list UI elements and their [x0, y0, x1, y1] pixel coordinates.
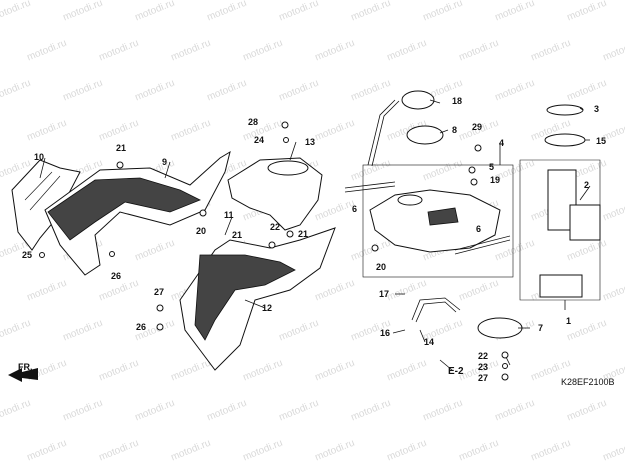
cap-base: [406, 125, 444, 145]
tank-cover: [227, 157, 323, 231]
breather-tube: [367, 99, 396, 166]
callout-19: 19: [490, 175, 500, 185]
callout-13: 13: [305, 137, 315, 147]
setting-plate: [477, 317, 523, 339]
callout-24: 24: [254, 135, 264, 145]
callout-28: 28: [248, 117, 258, 127]
callout-10: 10: [34, 152, 44, 162]
front-arrow-icon: [8, 368, 38, 382]
seal-16: [544, 133, 586, 147]
callout-21: 21: [232, 230, 242, 240]
diagram-code: K28EF2100B: [561, 377, 615, 387]
callout-23: 23: [478, 362, 488, 372]
filter-2: [569, 204, 601, 241]
callout-29: 29: [472, 122, 482, 132]
pump-base: [539, 274, 583, 298]
callout-6: 6: [476, 224, 481, 234]
front-label: FR.: [18, 362, 33, 372]
hose-side: [454, 235, 511, 251]
callout-14: 14: [424, 337, 434, 347]
callout-7: 7: [538, 323, 543, 333]
callout-5: 5: [489, 162, 494, 172]
callout-26: 26: [136, 322, 146, 332]
callout-25: 25: [22, 250, 32, 260]
callout-9: 9: [162, 157, 167, 167]
callout-22: 22: [270, 222, 280, 232]
callout-26: 26: [111, 271, 121, 281]
callout-2: 2: [584, 180, 589, 190]
callout-20: 20: [196, 226, 206, 236]
pump-group-box: [519, 159, 601, 301]
callout-21: 21: [298, 229, 308, 239]
callout-22: 22: [478, 351, 488, 361]
callout-20: 20: [376, 262, 386, 272]
tank-group-box: [362, 164, 514, 278]
e-ref-label: E-2: [448, 366, 464, 377]
callout-6: 6: [352, 204, 357, 214]
callout-27: 27: [154, 287, 164, 297]
filler-cap: [401, 90, 435, 110]
callout-4: 4: [499, 138, 504, 148]
callout-1: 1: [566, 316, 571, 326]
hose-top: [344, 181, 396, 189]
fuel-hose: [411, 297, 461, 321]
callout-8: 8: [452, 125, 457, 135]
o-ring-3: [546, 104, 584, 116]
callout-11: 11: [224, 210, 234, 220]
callout-15: 15: [596, 136, 606, 146]
callout-27: 27: [478, 373, 488, 383]
callout-12: 12: [262, 303, 272, 313]
callout-3: 3: [594, 104, 599, 114]
callout-21: 21: [116, 143, 126, 153]
callout-16: 16: [380, 328, 390, 338]
callout-17: 17: [379, 289, 389, 299]
callout-18: 18: [452, 96, 462, 106]
